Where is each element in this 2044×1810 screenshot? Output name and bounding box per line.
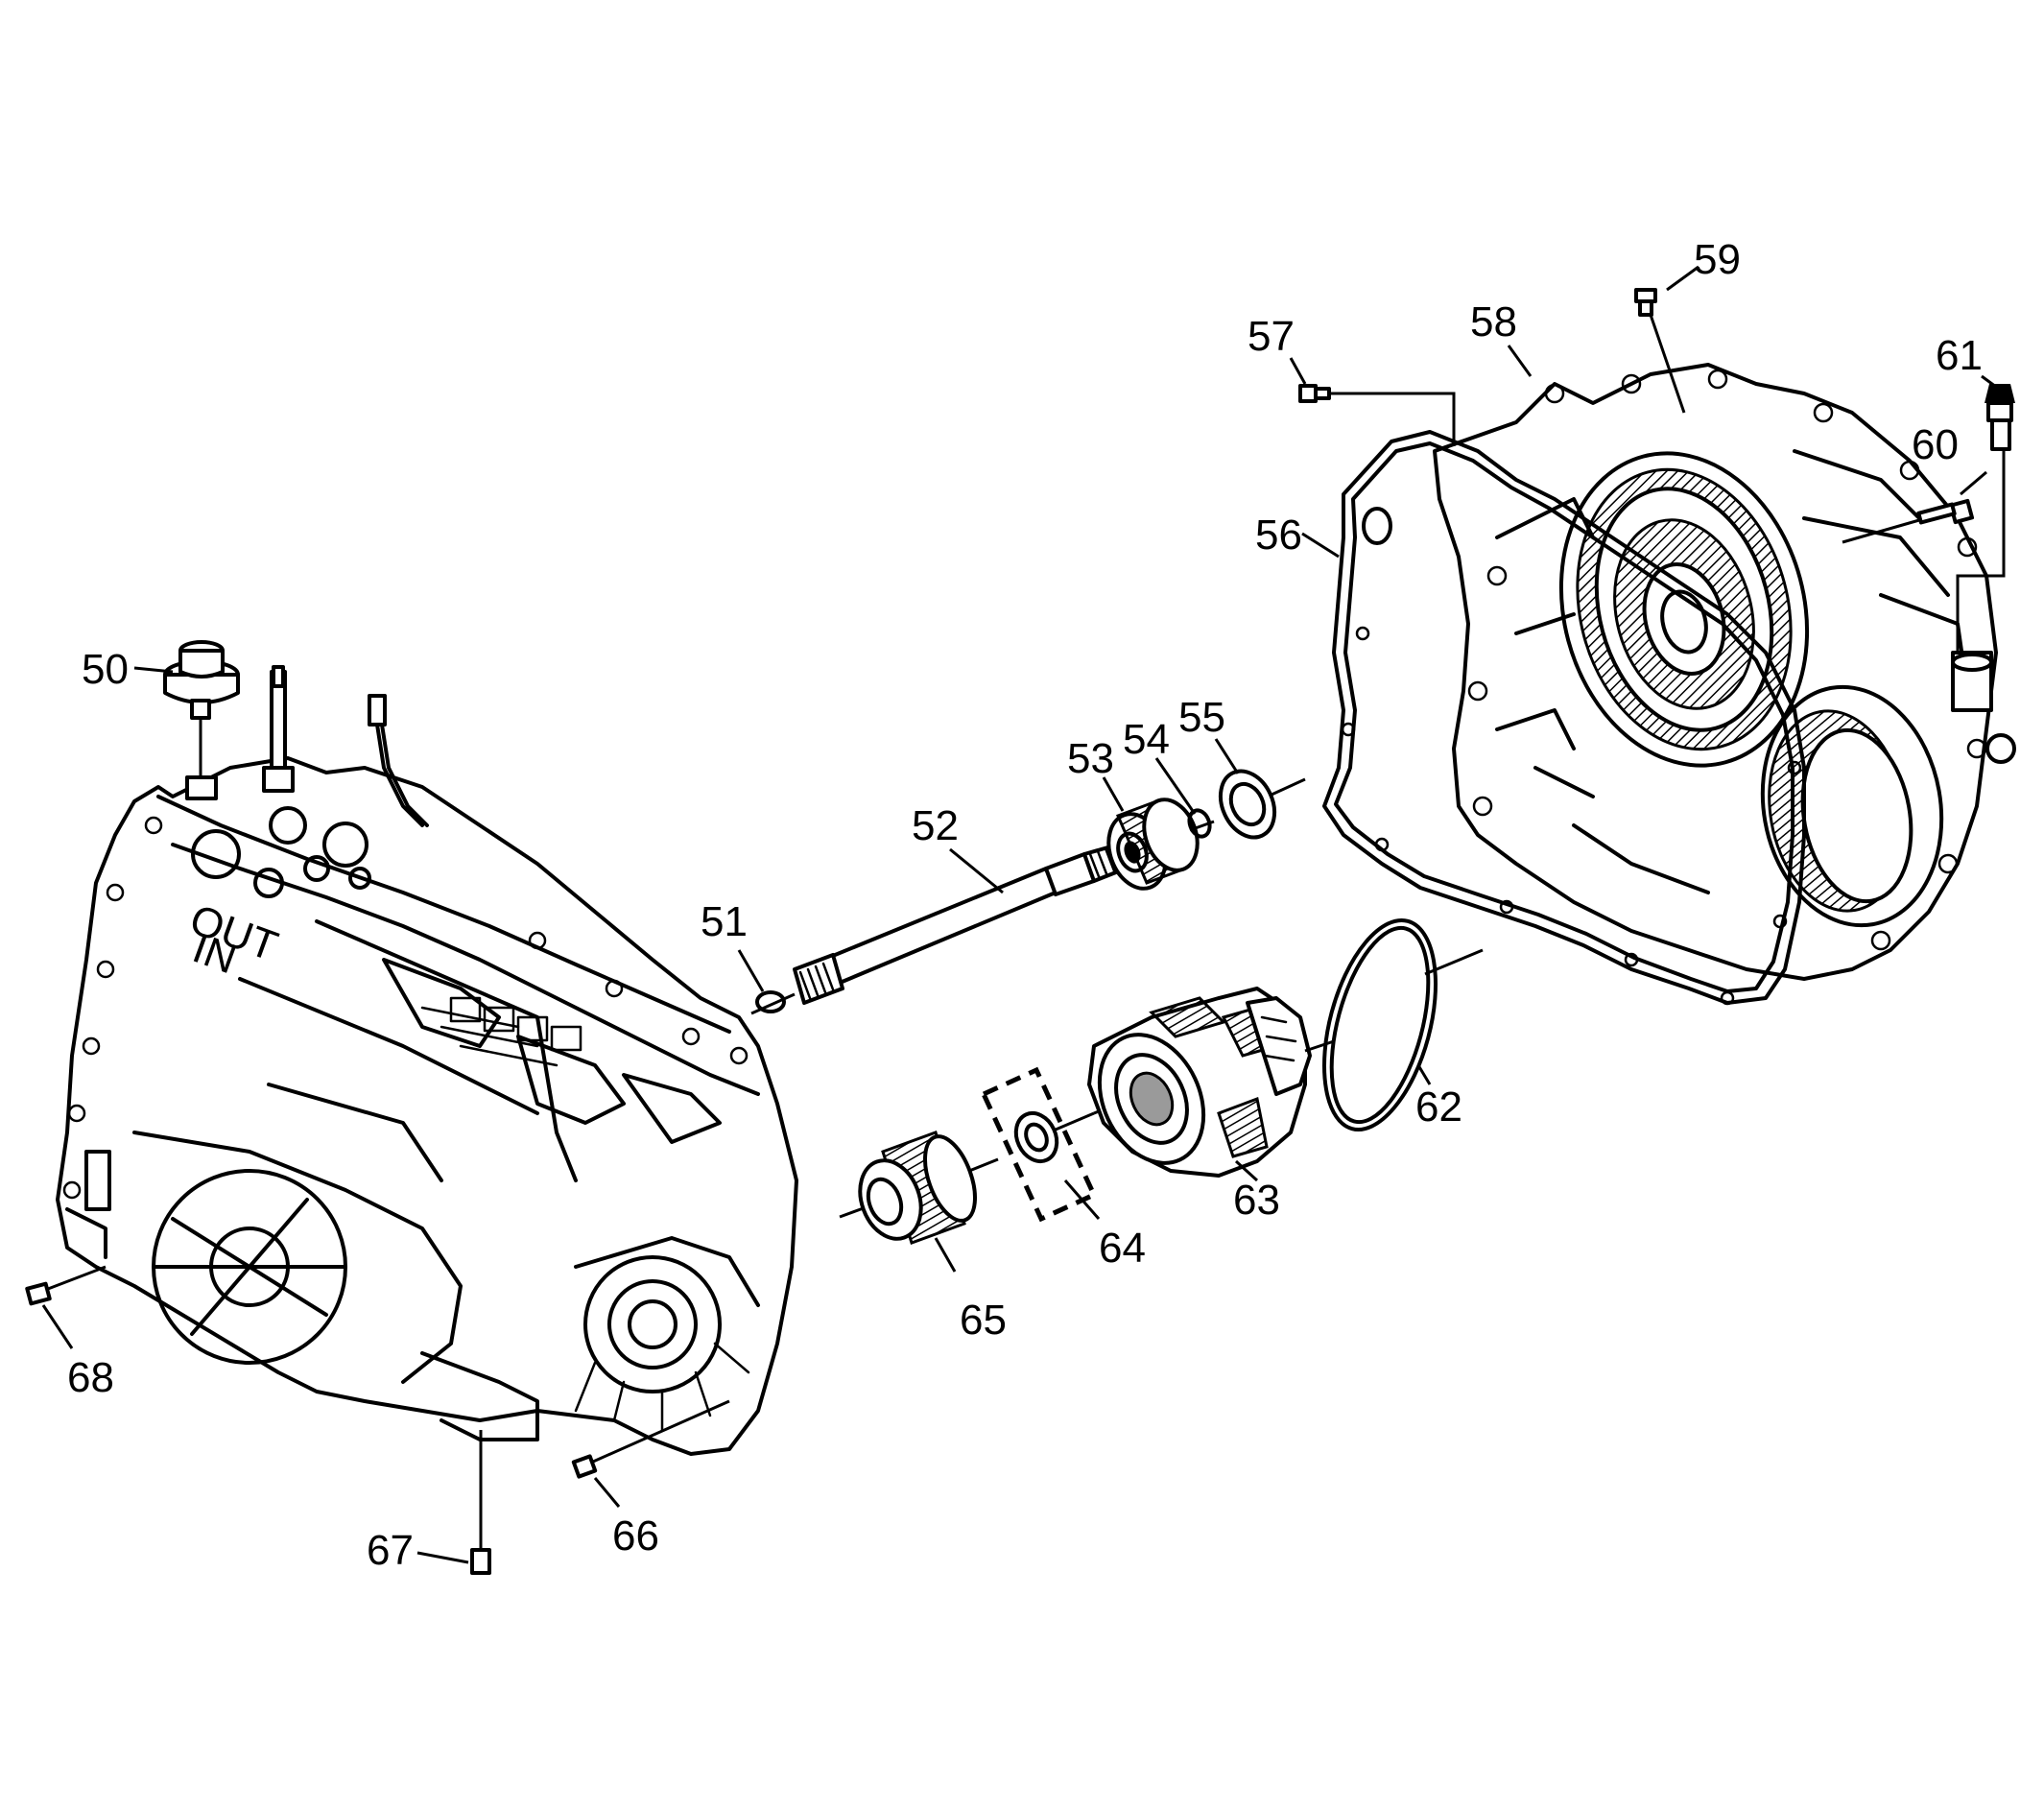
part-61-plug (1956, 384, 2015, 653)
callout-52: 52 (912, 802, 959, 849)
transmission-case: OUT IN (56, 756, 798, 1456)
callout-62: 62 (1415, 1084, 1462, 1131)
part-54-snap-ring (1187, 808, 1215, 839)
part-62-seal-ring (1322, 917, 1484, 1132)
callout-56: 56 (1255, 512, 1302, 559)
callout-65: 65 (960, 1297, 1007, 1344)
callout-53: 53 (1067, 735, 1114, 782)
part-55-seal (1218, 769, 1306, 840)
part-65-gear (839, 1131, 999, 1245)
part-52-shaft (750, 843, 1153, 1015)
part-67-drain-plug (470, 1430, 491, 1575)
callout-51: 51 (701, 898, 748, 945)
callout-60: 60 (1912, 421, 1959, 468)
part-57-bolt (1298, 384, 1456, 446)
callout-59: 59 (1694, 236, 1741, 283)
callout-66: 66 (612, 1512, 659, 1560)
callout-58: 58 (1470, 298, 1517, 345)
part-50-vent-cap (163, 640, 240, 800)
callout-labels: 50 51 52 53 54 55 56 57 58 59 60 61 62 6… (67, 236, 1983, 1574)
part-64-thrust-washer (980, 1066, 1098, 1223)
part-58-case-cover (1433, 363, 2016, 981)
callout-64: 64 (1099, 1225, 1146, 1272)
callout-68: 68 (67, 1354, 114, 1401)
leader-lines (41, 265, 1997, 1564)
wiring-harness-connector (368, 694, 429, 827)
part-59-bolt (1634, 288, 1686, 414)
callout-57: 57 (1248, 313, 1295, 360)
dipstick-tube (262, 665, 295, 793)
callout-54: 54 (1123, 716, 1170, 763)
part-53-bearing (1106, 798, 1200, 891)
callout-63: 63 (1233, 1177, 1280, 1224)
part-68-bolt (25, 1265, 107, 1306)
part-56-gasket (1322, 430, 1806, 1006)
callout-67: 67 (367, 1527, 414, 1574)
callout-55: 55 (1178, 694, 1225, 741)
callout-50: 50 (82, 646, 129, 693)
part-66-bolt (571, 1399, 730, 1479)
part-60-bolt (1842, 498, 1975, 544)
part-63-differential-carrier (1087, 987, 1335, 1178)
part-51-snap-ring (755, 990, 786, 1013)
callout-61: 61 (1936, 332, 1983, 379)
